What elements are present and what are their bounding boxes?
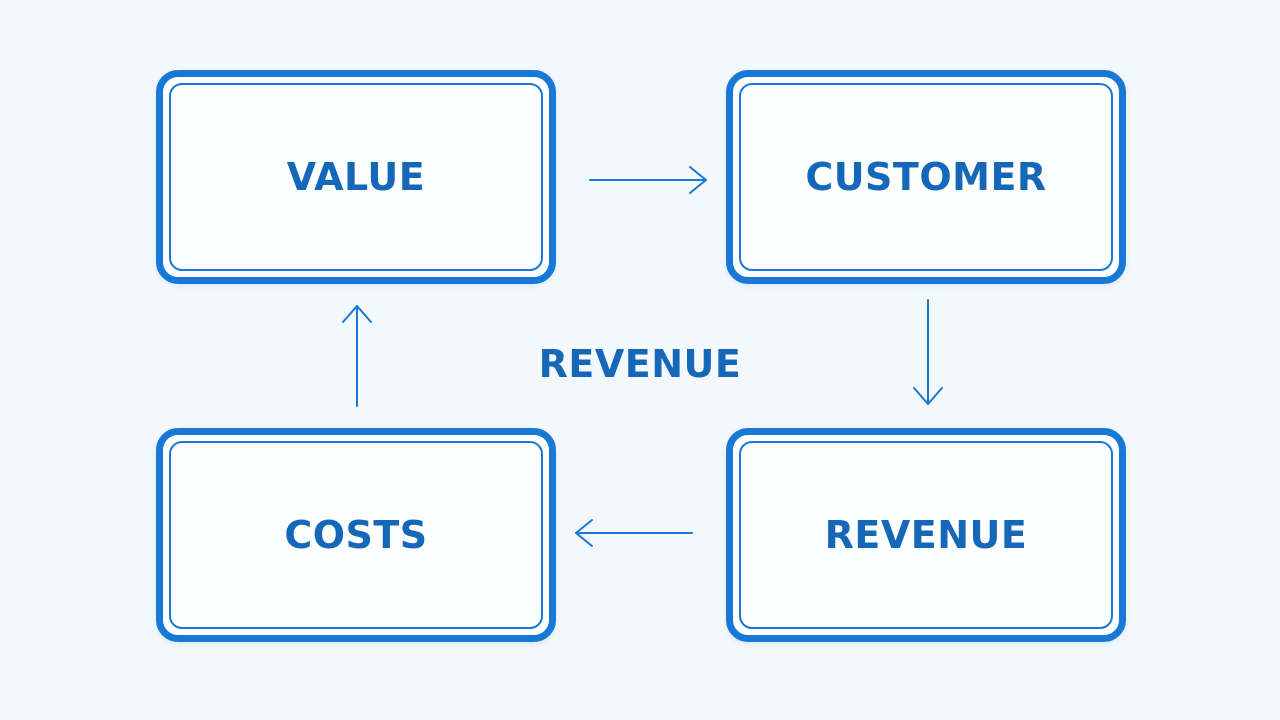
revenue-label: REVENUE: [824, 513, 1028, 557]
customer-box-inner-border: CUSTOMER: [739, 83, 1113, 271]
costs-box: COSTS: [156, 428, 556, 642]
arrow-revenue-to-costs: [575, 519, 693, 547]
costs-label: COSTS: [284, 513, 428, 557]
arrow-value-to-customer: [589, 166, 707, 194]
value-box: VALUE: [156, 70, 556, 284]
revenue-box-inner-border: REVENUE: [739, 441, 1113, 629]
arrow-customer-to-revenue: [913, 299, 943, 405]
revenue-box: REVENUE: [726, 428, 1126, 642]
value-label: VALUE: [286, 155, 426, 199]
costs-box-inner-border: COSTS: [169, 441, 543, 629]
arrow-costs-to-value: [342, 305, 372, 407]
center-revenue-label: REVENUE: [538, 342, 742, 386]
customer-label: CUSTOMER: [805, 155, 1047, 199]
customer-box: CUSTOMER: [726, 70, 1126, 284]
value-box-inner-border: VALUE: [169, 83, 543, 271]
